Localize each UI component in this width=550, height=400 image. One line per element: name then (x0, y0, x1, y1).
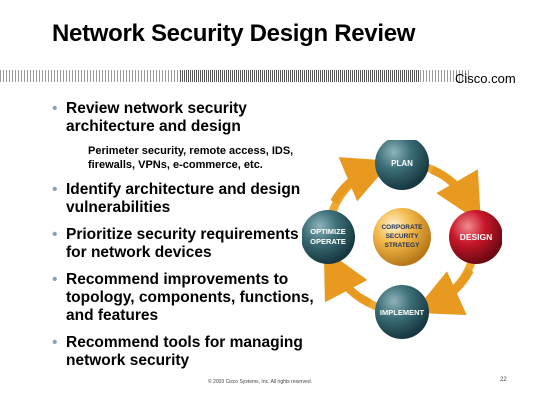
node-implement: IMPLEMENT (375, 285, 429, 339)
bullet-dot-icon: • (52, 181, 58, 198)
node-center: CORPORATE SECURITY STRATEGY (373, 208, 431, 266)
node-plan-label: PLAN (391, 159, 413, 168)
bullet-dot-icon: • (52, 226, 58, 243)
cisco-logo: Cisco.com (455, 71, 516, 86)
bullet-dot-icon: • (52, 271, 58, 288)
bullet-item: • Prioritize security requirements for ne… (36, 226, 316, 262)
bullet-item: • Recommend tools for managing network se… (36, 334, 316, 370)
bullet-item: • Identify architecture and design vulner… (36, 181, 316, 217)
arrow-design-implement (413, 268, 474, 315)
node-design-label: DESIGN (460, 232, 493, 242)
node-optimize: OPTIMIZE OPERATE (302, 210, 355, 264)
bullet-item: • Recommend improvements to topology, com… (36, 271, 316, 325)
arrow-implement-optimize (323, 248, 372, 307)
center-label-1: CORPORATE (381, 224, 423, 231)
node-plan: PLAN (375, 140, 429, 190)
center-label-2: SECURITY (386, 233, 420, 240)
arrow-plan-design (430, 166, 481, 223)
bullet-text: Review network security architecture and… (66, 100, 247, 135)
node-optimize-label-1: OPTIMIZE (310, 227, 345, 236)
node-optimize-label-2: OPERATE (310, 237, 346, 246)
node-implement-label: IMPLEMENT (380, 308, 425, 317)
center-label-3: STRATEGY (385, 242, 421, 249)
copyright-footer: © 2003 Cisco Systems, Inc. All rights re… (208, 379, 313, 385)
bullet-dot-icon: • (52, 100, 58, 117)
arrow-optimize-plan (330, 157, 393, 205)
bullet-text: Recommend tools for managing network sec… (66, 334, 303, 369)
bullet-item: • Review network security architecture an… (36, 100, 316, 172)
bullet-text: Recommend improvements to topology, comp… (66, 271, 314, 324)
bullet-subtext: Perimeter security, remote access, IDS, … (88, 145, 294, 171)
slide-title: Network Security Design Review (52, 20, 416, 47)
security-lifecycle-diagram: PLAN DESIGN IMPLEMENT OPTIMIZE OPERATE C… (302, 140, 502, 339)
node-design: DESIGN (449, 210, 502, 264)
bullet-text: Prioritize security requirements for net… (66, 226, 299, 261)
bullet-dot-icon: • (52, 334, 58, 351)
bullet-list: • Review network security architecture an… (36, 100, 316, 379)
bullet-text: Identify architecture and design vulnera… (66, 181, 301, 216)
page-number: 22 (500, 377, 507, 383)
title-rule-dark (180, 70, 420, 82)
